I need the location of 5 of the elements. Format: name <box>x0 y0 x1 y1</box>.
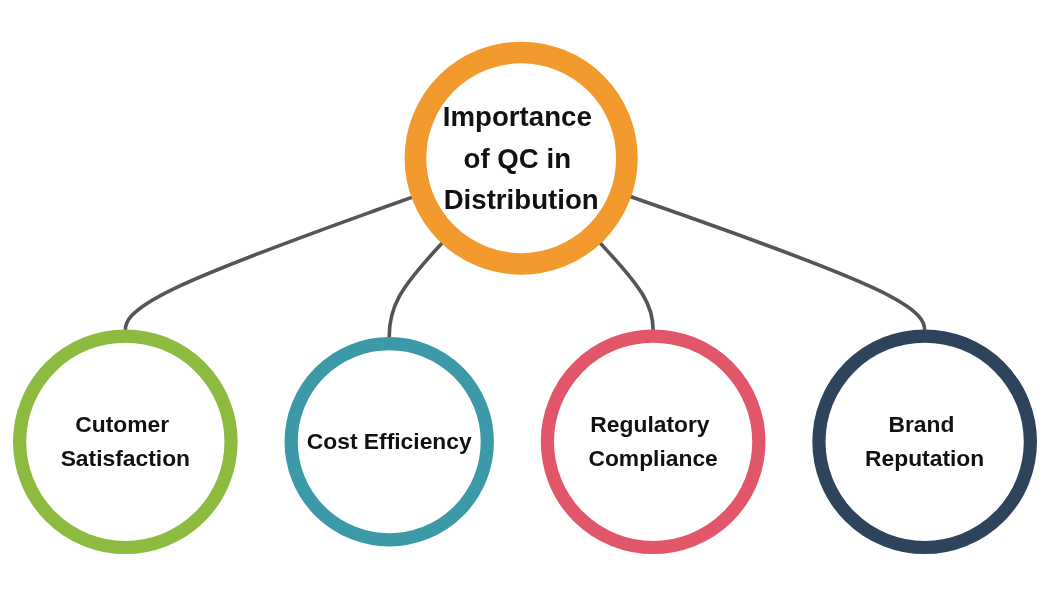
node-circle: Regulatory Compliance <box>540 329 766 555</box>
node-circle: Importance of QC in Distribution <box>404 41 638 275</box>
node-circle: Cost Efficiency <box>284 337 494 547</box>
node-circle: Cutomer Satisfaction <box>13 329 238 555</box>
node-circle: Brand Reputation <box>812 329 1037 555</box>
